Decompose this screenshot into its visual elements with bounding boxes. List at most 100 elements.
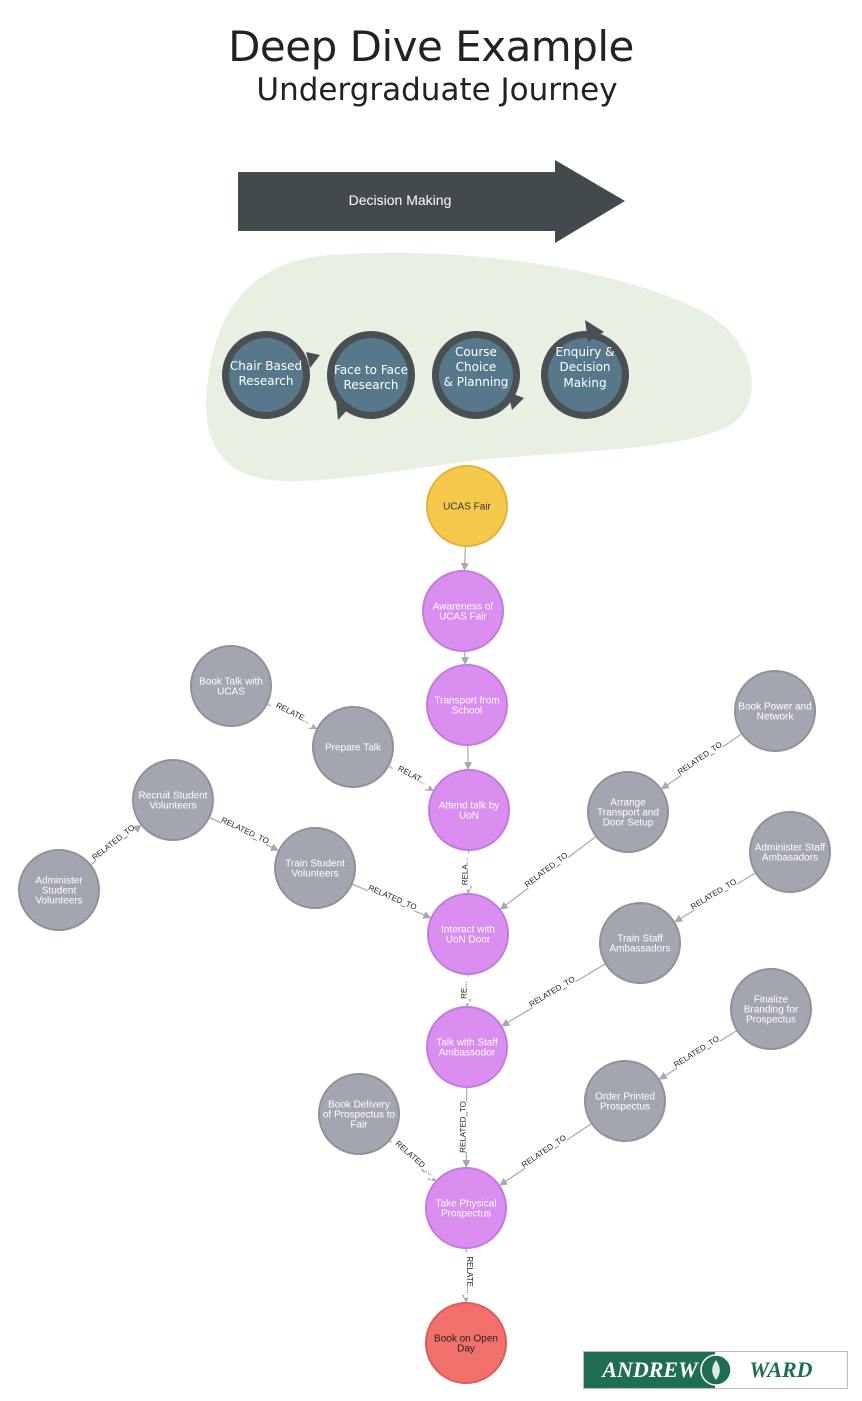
- page-title: Deep Dive Example: [228, 22, 634, 71]
- node-label: Fair: [350, 1120, 368, 1131]
- edge-label: RELATED_TO: [676, 740, 724, 777]
- edge-awareness-to-transport: [460, 650, 469, 666]
- node-circle: [190, 645, 272, 727]
- node-circle: [132, 759, 214, 841]
- node-circle: [274, 827, 356, 909]
- node-label: Student: [42, 886, 77, 897]
- edge-label-bg: [464, 1252, 474, 1298]
- node-circle: [318, 1073, 400, 1155]
- edge-label-bg: [460, 853, 471, 890]
- node-circle: [584, 1060, 666, 1142]
- svg-text:Choice: Choice: [456, 360, 497, 374]
- node-label: Volunteers: [149, 801, 196, 812]
- edge-label-bg: [523, 851, 570, 890]
- edge-order_printed-to-take_prospectus: RELATED_TO: [499, 1122, 593, 1186]
- node-label: Book Delivery: [328, 1100, 390, 1111]
- node-label: Finalize: [754, 995, 789, 1006]
- svg-text:Research: Research: [238, 374, 293, 388]
- node-label: Transport and: [597, 808, 659, 819]
- logo-left-text: ANDREW: [584, 1352, 716, 1388]
- node-label: Book Power and: [738, 702, 811, 713]
- node-label: Ambassodor: [439, 1048, 496, 1059]
- edge-interact-to-talk_staff: RE...: [459, 973, 472, 1008]
- edge-attend_talk-to-interact: RELA...: [460, 849, 473, 895]
- node-circle: [425, 1302, 507, 1384]
- svg-text:Chair Based: Chair Based: [230, 359, 302, 373]
- stage-face-to-face-research: Face to Face Research: [327, 331, 415, 420]
- node-label: Arrange: [610, 798, 646, 809]
- node-circle: [426, 1006, 508, 1088]
- andrew-ward-logo: ANDREW WARD: [583, 1351, 848, 1389]
- edge-book_delivery-to-take_prospectus: RELATED_...: [388, 1136, 438, 1182]
- node-label: Prospectus: [600, 1102, 650, 1113]
- node-ucas-fair[interactable]: UCAS Fair: [426, 465, 508, 547]
- page-subtitle: Undergraduate Journey: [256, 72, 618, 108]
- stage-chair-based-research: Chair Based Research: [222, 331, 320, 419]
- edge-administer_staff-to-train_staff: RELATED_TO: [674, 872, 757, 923]
- node-label: Door Setup: [603, 818, 654, 829]
- node-label: Awareness of: [433, 602, 494, 613]
- svg-text:Research: Research: [343, 378, 398, 392]
- edge-label-bg: [458, 1101, 469, 1153]
- node-label: Interact with: [441, 925, 495, 936]
- edge-label: RELATED_TO: [672, 1034, 721, 1069]
- node-circle: [425, 1167, 507, 1249]
- edge-label: RELATED_TO: [367, 883, 418, 912]
- node-prepare-talk[interactable]: Prepare Talk: [312, 706, 394, 788]
- edge-book_power-to-arrange_transport: RELATED_TO: [660, 733, 743, 790]
- edge-label: RELATED_TO: [220, 815, 271, 845]
- node-label: Attend talk by: [439, 801, 500, 812]
- node-label: Talk with Staff: [436, 1038, 498, 1049]
- edge-label: RELATED_TO: [528, 975, 577, 1009]
- svg-text:Face to Face: Face to Face: [334, 363, 408, 377]
- svg-text:Enquiry &: Enquiry &: [556, 345, 615, 359]
- edge-arrange_transport-to-interact: RELATED_TO: [499, 835, 597, 910]
- node-label: Prepare Talk: [325, 743, 382, 754]
- edge-ucas_fair-to-awareness: [460, 545, 469, 572]
- decision-making-arrow: Decision Making: [238, 160, 625, 243]
- node-circle: [587, 771, 669, 853]
- node-label: UCAS Fair: [443, 502, 491, 513]
- node-circle: [599, 902, 681, 984]
- node-label: Network: [757, 712, 795, 723]
- edge-label: RELATED_TO: [689, 877, 738, 912]
- node-label: of Prospectus to: [323, 1110, 396, 1121]
- node-circle: [426, 664, 508, 746]
- edge-finalize_branding-to-order_printed: RELATED_TO: [658, 1029, 738, 1080]
- edge-label-bg: [220, 815, 270, 847]
- node-label: Recruit Student: [139, 791, 208, 802]
- edge-recruit_volunteers-to-train_volunteers: RELATED_TO: [208, 815, 279, 851]
- edge-label-bg: [528, 975, 577, 1010]
- arrow-label: Decision Making: [349, 192, 452, 208]
- svg-text:Decision: Decision: [559, 360, 610, 374]
- edge-label-bg: [391, 761, 433, 790]
- node-label: Book on Open: [434, 1334, 498, 1345]
- node-label: Administer: [35, 876, 83, 887]
- node-label: Volunteers: [35, 896, 82, 907]
- edge-label: RE...: [459, 981, 468, 999]
- svg-text:Making: Making: [563, 376, 606, 390]
- node-label: UoN Door: [446, 935, 491, 946]
- node-label: Train Staff: [617, 934, 663, 945]
- node-label: Day: [457, 1344, 475, 1355]
